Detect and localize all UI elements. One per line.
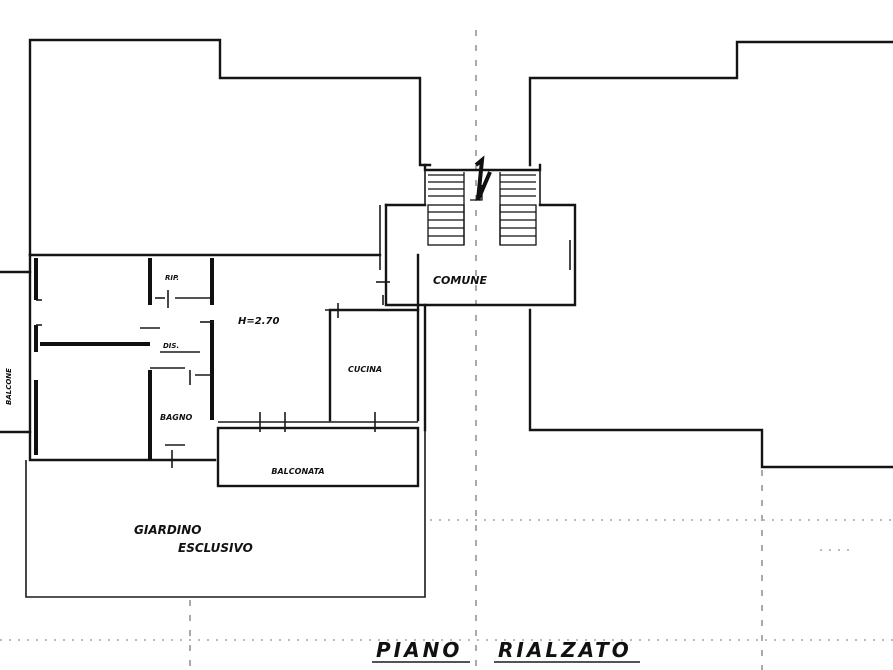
stair-core [423,155,542,246]
title-rialzato: RIALZATO [498,638,632,662]
label-esclusivo: ESCLUSIVO [178,541,253,555]
plan-title: PIANO RIALZATO [372,638,640,663]
title-piano: PIANO [376,638,462,662]
label-ceiling-height: H=2.70 [238,316,279,327]
stair-treads-left [428,172,465,245]
label-ripostiglio: RIP. [165,274,179,282]
label-balcone: BALCONE [5,368,13,405]
label-giardino: GIARDINO [134,523,202,537]
stair-treads-right [499,172,536,245]
garden-outline [25,430,426,598]
apartment-walls [0,253,427,488]
label-disimpegno: DIS. [163,342,179,350]
left-building-outline [28,38,432,257]
label-cucina: CUCINA [348,365,382,374]
label-balconata: BALCONATA [271,467,324,476]
label-comune: COMUNE [433,274,488,287]
label-bagno: BAGNO [160,413,193,422]
right-building-outline [528,40,893,469]
common-landing [376,203,577,307]
stair-arrow [474,155,492,201]
guide-lines [0,30,893,670]
